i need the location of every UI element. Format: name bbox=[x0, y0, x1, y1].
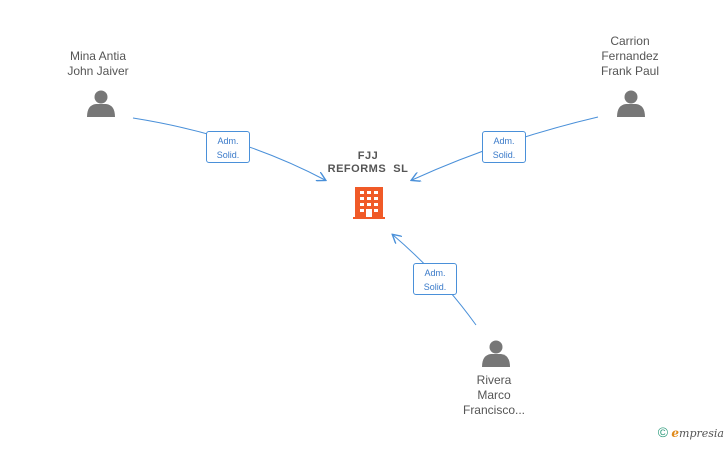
person-name-line: Carrion bbox=[610, 34, 650, 48]
person-icon[interactable] bbox=[617, 90, 645, 118]
person-name-line: Marco bbox=[477, 388, 511, 402]
company-name[interactable]: FJJ REFORMS SL bbox=[318, 150, 418, 176]
person-name-line: Mina Antia bbox=[69, 49, 127, 63]
building-icon[interactable] bbox=[353, 187, 385, 219]
company-name-line: REFORMS SL bbox=[327, 163, 409, 175]
relation-label[interactable]: Adm. Solid. bbox=[482, 131, 526, 163]
relation-label-line: Adm. bbox=[424, 268, 446, 278]
person-name-rivera[interactable]: Rivera Marco Francisco... bbox=[444, 373, 544, 418]
company-name-line: FJJ bbox=[357, 150, 379, 162]
logo-e: e bbox=[671, 426, 680, 440]
relation-label-line: Solid. bbox=[423, 282, 447, 292]
person-name-line: Fernandez bbox=[601, 49, 659, 63]
person-name-carrion[interactable]: Carrion Fernandez Frank Paul bbox=[580, 34, 680, 79]
relation-label-line: Adm. bbox=[217, 136, 239, 146]
person-name-line: Frank Paul bbox=[600, 64, 660, 78]
relation-label[interactable]: Adm. Solid. bbox=[206, 131, 250, 163]
relation-label-line: Solid. bbox=[492, 150, 516, 160]
person-icon[interactable] bbox=[482, 340, 510, 368]
relation-label-line: Solid. bbox=[216, 150, 240, 160]
person-name-line: Francisco... bbox=[462, 403, 525, 417]
person-icon[interactable] bbox=[87, 90, 115, 118]
person-name-mina[interactable]: Mina Antia John Jaiver bbox=[48, 49, 148, 79]
relation-label[interactable]: Adm. Solid. bbox=[413, 263, 457, 295]
person-name-line: Rivera bbox=[476, 373, 512, 387]
copyright-icon: © bbox=[657, 424, 669, 440]
logo-text: mpresia bbox=[679, 427, 724, 440]
person-name-line: John Jaiver bbox=[67, 64, 129, 78]
empresia-logo[interactable]: © empresia bbox=[658, 424, 724, 440]
relation-label-line: Adm. bbox=[493, 136, 515, 146]
